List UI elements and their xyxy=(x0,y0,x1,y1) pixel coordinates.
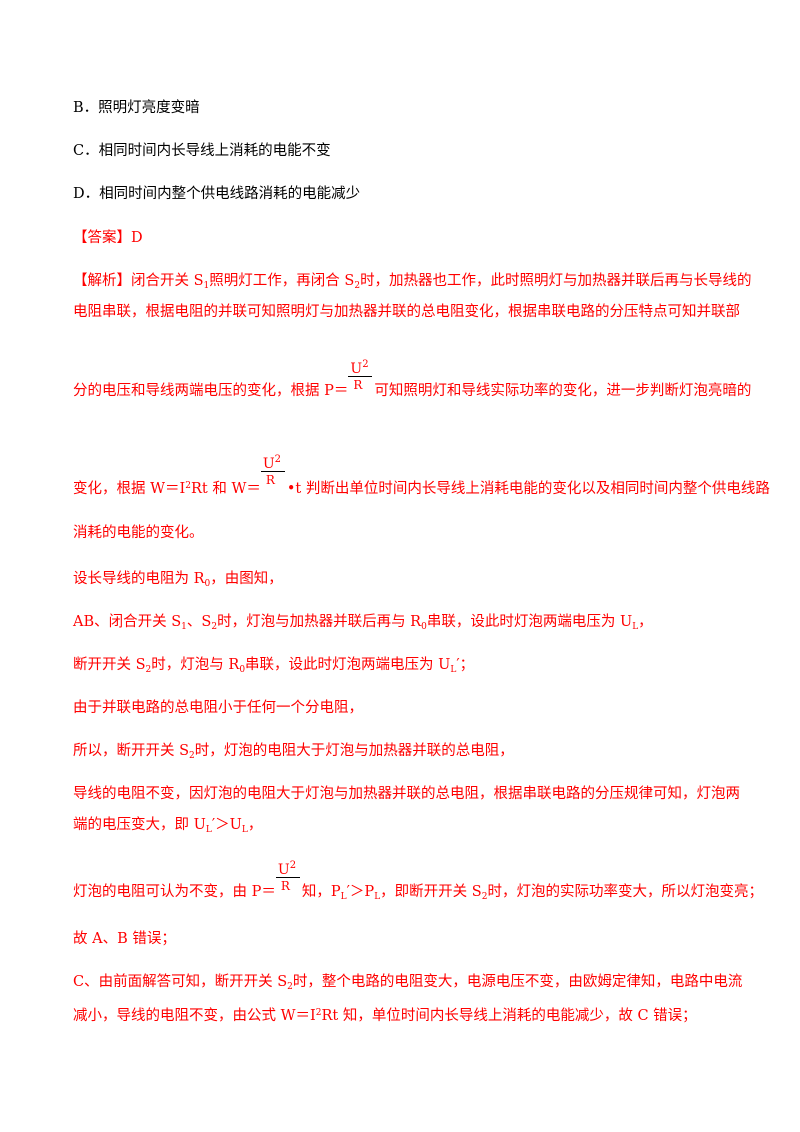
solution-line-6: 导线的电阻不变，因灯泡的电阻大于灯泡与加热器并联的总电阻，根据串联电路的分压规律… xyxy=(73,786,740,802)
analysis-line-1: 【解析】闭合开关 S1照明灯工作，再闭合 S2时，加热器也工作，此时照明灯与加热… xyxy=(73,273,752,291)
solution-line-5: 所以，断开开关 S2时，灯泡的电阻大于灯泡与加热器并联的总电阻， xyxy=(73,743,514,761)
solution-line-7: 端的电压变大，即 UL′＞UL， xyxy=(73,817,263,835)
option-b: B．照明灯亮度变暗 xyxy=(73,100,200,116)
solution-line-4: 由于并联电路的总电阻小于任何一个分电阻， xyxy=(73,700,363,716)
option-c: C．相同时间内长导线上消耗的电能不变 xyxy=(73,143,331,159)
solution-line-10: C、由前面解答可知，断开开关 S2时，整个电路的电阻变大，电源电压不变，由欧姆定… xyxy=(73,974,743,992)
answer-value: D xyxy=(131,230,143,246)
solution-line-1: 设长导线的电阻为 R0，由图知， xyxy=(73,571,283,589)
solution-line-9: 故 A、B 错误； xyxy=(73,931,176,947)
analysis-label: 【解析】 xyxy=(73,273,131,289)
option-d: D．相同时间内整个供电线路消耗的电能减少 xyxy=(73,186,361,202)
answer-label: 【答案】 xyxy=(73,230,131,246)
solution-line-2: AB、闭合开关 S1、S2时，灯泡与加热器并联后再与 R0串联，设此时灯泡两端电… xyxy=(73,614,653,632)
solution-line-3: 断开开关 S2时，灯泡与 R0串联，设此时灯泡两端电压为 UL′； xyxy=(73,657,475,675)
analysis-line-2: 电阻串联，根据电阻的并联可知照明灯与加热器并联的总电阻变化，根据串联电路的分压特… xyxy=(73,304,740,320)
solution-line-11: 减小，导线的电阻不变，由公式 W＝I2Rt 知，单位时间内长导线上消耗的电能减少… xyxy=(73,1008,697,1024)
answer-line: 【答案】D xyxy=(73,228,143,248)
analysis-line-5: 消耗的电能的变化。 xyxy=(73,525,204,541)
